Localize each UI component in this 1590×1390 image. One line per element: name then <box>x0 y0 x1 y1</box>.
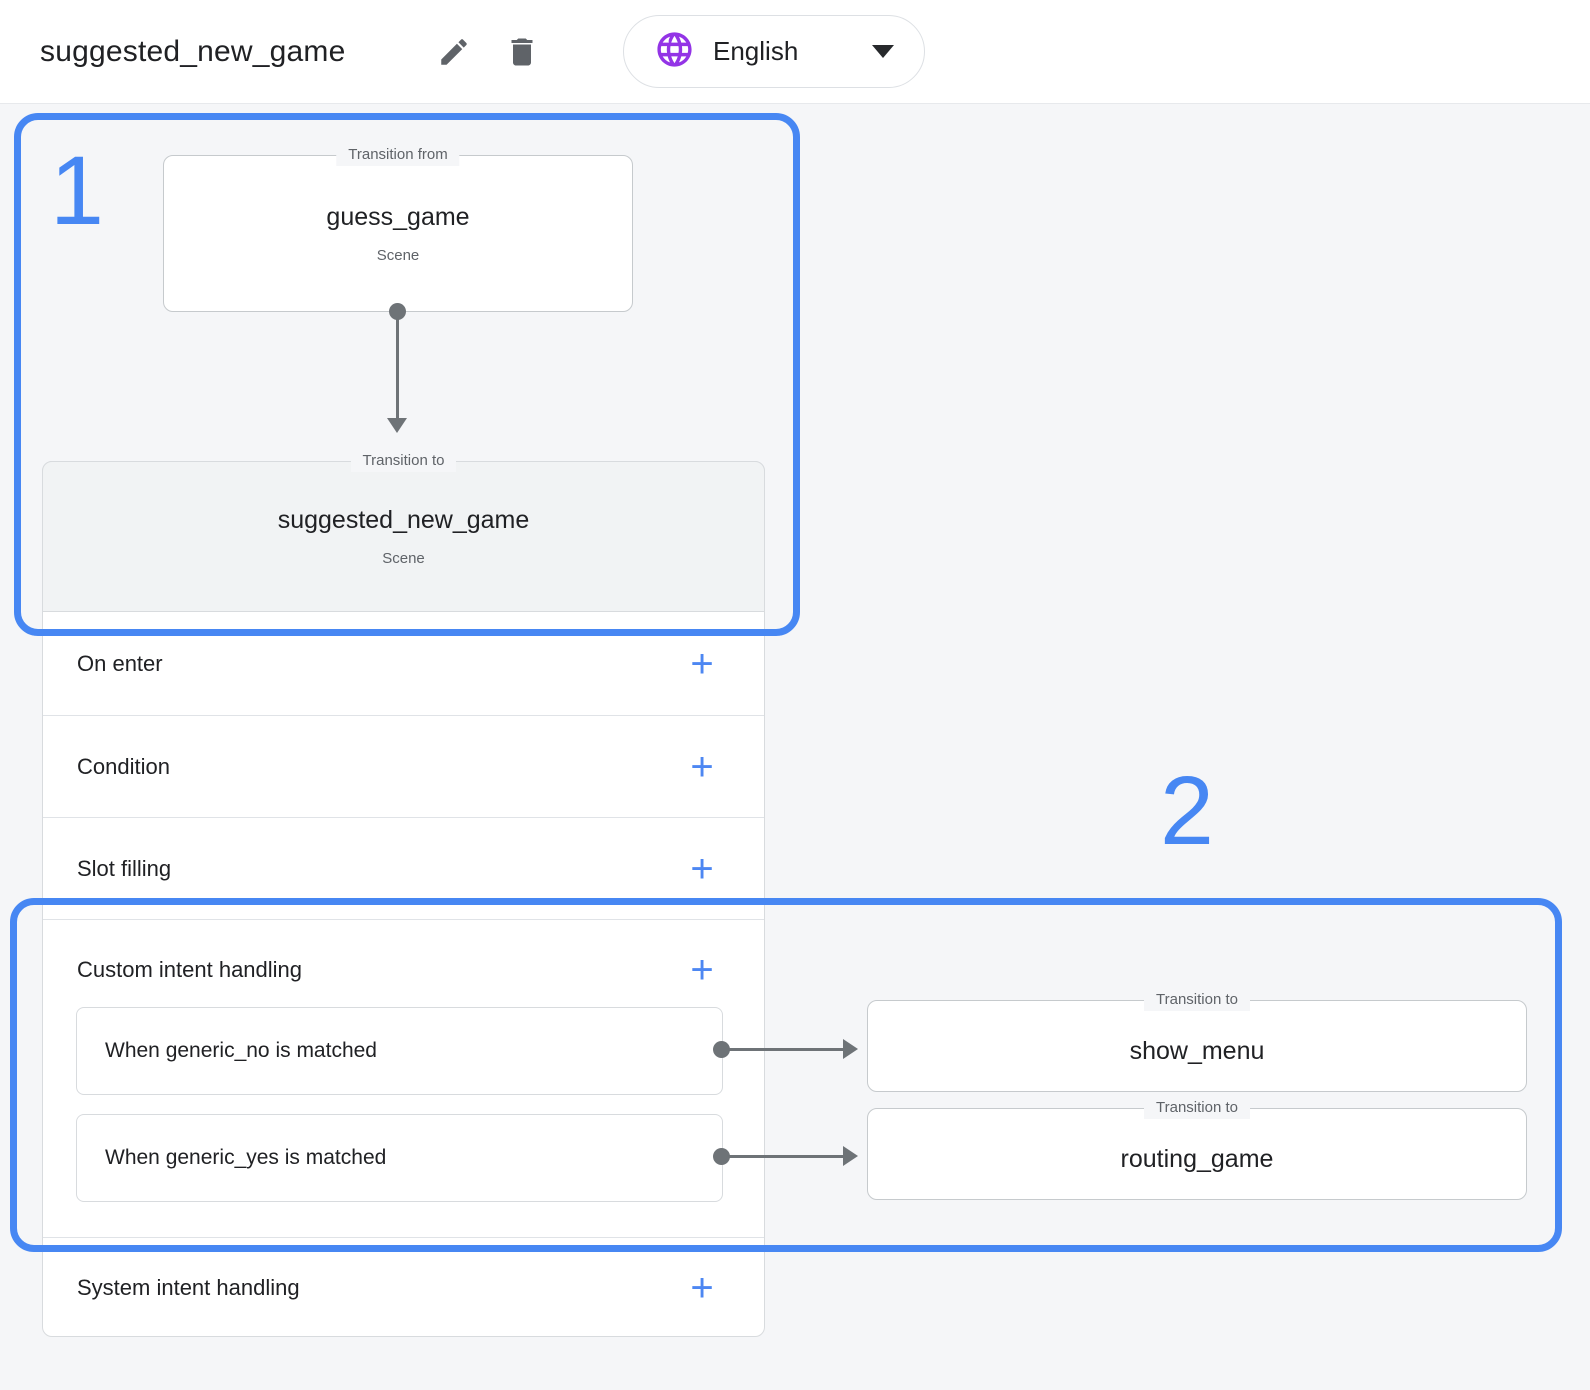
app-header: suggested_new_game English <box>0 0 1590 104</box>
trash-icon <box>504 34 540 70</box>
add-slot-filling-button[interactable]: + <box>682 849 722 889</box>
intent-card-label: When generic_yes is matched <box>105 1146 387 1169</box>
scene-panel: Transition to suggested_new_game Scene O… <box>42 450 765 1337</box>
transition-to-scene-type: Scene <box>382 550 425 567</box>
arrow-right-icon <box>843 1146 858 1166</box>
section-row-on-enter: On enter + <box>43 612 764 716</box>
connector-line <box>729 1155 845 1158</box>
custom-intent-label: Custom intent handling <box>77 957 303 982</box>
plus-icon: + <box>690 1265 714 1310</box>
connector-dot <box>713 1148 730 1165</box>
globe-icon <box>654 29 695 75</box>
arrow-down-icon <box>387 418 407 433</box>
section-row-system-intent: System intent handling + <box>43 1238 764 1337</box>
caret-down-icon <box>872 45 894 58</box>
connector-dot <box>713 1041 730 1058</box>
connector-line <box>729 1048 845 1051</box>
edit-scene-button[interactable] <box>432 30 476 74</box>
on-enter-label: On enter <box>77 650 163 676</box>
page-title: suggested_new_game <box>40 34 346 68</box>
transition-from-legend: Transition from <box>336 144 460 166</box>
add-on-enter-button[interactable]: + <box>682 644 722 684</box>
add-condition-button[interactable]: + <box>682 747 722 787</box>
language-selector[interactable]: English <box>623 15 925 88</box>
annotation-2-number: 2 <box>1160 756 1214 865</box>
intent-card-label: When generic_no is matched <box>105 1039 377 1062</box>
transition-target-legend: Transition to <box>1144 989 1250 1011</box>
add-custom-intent-button[interactable]: + <box>682 950 722 990</box>
plus-icon: + <box>690 641 714 686</box>
plus-icon: + <box>690 846 714 891</box>
transition-to-scene-name: suggested_new_game <box>277 506 530 534</box>
target-scene-name: routing_game <box>1120 1144 1274 1173</box>
annotation-1-number: 1 <box>50 136 104 245</box>
slot-filling-label: Slot filling <box>77 855 172 881</box>
transition-from-card[interactable]: Transition from guess_game Scene <box>163 144 633 312</box>
arrow-right-icon <box>843 1039 858 1059</box>
condition-label: Condition <box>77 753 170 779</box>
plus-icon: + <box>690 948 714 992</box>
pencil-icon <box>437 35 471 69</box>
section-row-condition: Condition + <box>43 716 764 818</box>
transition-target-show-menu[interactable]: Transition to show_menu <box>867 989 1527 1092</box>
system-intent-label: System intent handling <box>77 1274 300 1300</box>
language-label: English <box>713 36 799 66</box>
intent-card-generic-yes[interactable]: When generic_yes is matched <box>76 1114 723 1202</box>
transition-target-legend: Transition to <box>1144 1097 1250 1119</box>
plus-icon: + <box>690 744 714 789</box>
transition-to-card[interactable]: Transition to suggested_new_game Scene <box>42 450 765 612</box>
connector-dot <box>389 303 406 320</box>
transition-from-scene-name: guess_game <box>326 203 470 231</box>
transition-target-routing-game[interactable]: Transition to routing_game <box>867 1097 1527 1200</box>
delete-scene-button[interactable] <box>500 30 544 74</box>
transition-to-legend: Transition to <box>350 450 457 472</box>
target-scene-name: show_menu <box>1129 1036 1265 1065</box>
connector-line <box>396 312 399 420</box>
intent-card-generic-no[interactable]: When generic_no is matched <box>76 1007 723 1095</box>
section-row-slot-filling: Slot filling + <box>43 818 764 920</box>
transition-from-scene-type: Scene <box>376 247 420 264</box>
section-custom-intent-handling: Custom intent handling + When generic_no… <box>43 920 764 1238</box>
add-system-intent-button[interactable]: + <box>682 1268 722 1308</box>
